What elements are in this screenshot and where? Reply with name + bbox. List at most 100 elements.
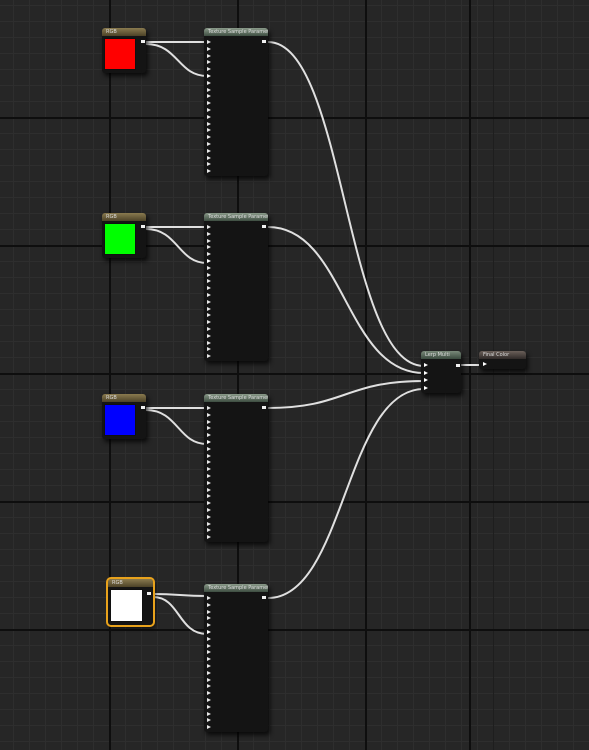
input-pin[interactable] <box>207 265 211 270</box>
input-pin[interactable] <box>207 426 211 431</box>
input-pin[interactable] <box>483 362 487 366</box>
input-pin[interactable] <box>207 245 211 250</box>
input-pin[interactable] <box>207 320 211 325</box>
input-pin[interactable] <box>207 279 211 284</box>
input-pin[interactable] <box>207 698 211 702</box>
input-pin[interactable] <box>207 460 211 465</box>
input-pin[interactable] <box>207 643 211 648</box>
output-pin[interactable] <box>262 596 266 599</box>
input-pin[interactable] <box>207 480 211 485</box>
input-pin[interactable] <box>207 306 211 311</box>
input-pin[interactable] <box>207 501 211 506</box>
input-pin[interactable] <box>207 259 211 263</box>
input-pin[interactable] <box>207 630 211 634</box>
input-pin[interactable] <box>424 371 428 375</box>
input-pin[interactable] <box>207 636 211 641</box>
combine-node[interactable]: Lerp Multi <box>421 351 461 393</box>
input-pin[interactable] <box>207 718 211 723</box>
input-pin[interactable] <box>207 704 211 709</box>
constant-white-node[interactable]: RGB <box>106 577 155 627</box>
input-pin[interactable] <box>207 252 211 257</box>
input-pin[interactable] <box>207 670 211 675</box>
input-pin[interactable] <box>207 293 211 297</box>
input-pin[interactable] <box>207 487 211 492</box>
input-pin[interactable] <box>207 691 211 696</box>
input-pin[interactable] <box>207 155 211 160</box>
input-pin[interactable] <box>207 440 211 444</box>
constant-green-node[interactable]: RGB <box>102 213 146 258</box>
input-pin[interactable] <box>207 354 211 359</box>
input-pin[interactable] <box>207 419 211 424</box>
input-pin[interactable] <box>207 528 211 533</box>
input-pin[interactable] <box>207 74 211 78</box>
input-pin[interactable] <box>207 60 211 65</box>
input-pin[interactable] <box>207 494 211 499</box>
input-pin[interactable] <box>207 231 211 236</box>
input-pin[interactable] <box>207 108 211 112</box>
input-pin[interactable] <box>207 535 211 540</box>
input-pin[interactable] <box>207 521 211 526</box>
input-pin[interactable] <box>207 101 211 106</box>
input-pin[interactable] <box>207 313 211 318</box>
input-pin[interactable] <box>207 453 211 458</box>
input-pin[interactable] <box>207 53 211 58</box>
input-pin[interactable] <box>424 363 428 367</box>
output-pin[interactable] <box>147 592 151 595</box>
output-node[interactable]: Final Color <box>479 351 526 369</box>
output-pin[interactable] <box>141 225 145 228</box>
input-pin[interactable] <box>207 623 211 628</box>
input-pin[interactable] <box>207 602 211 607</box>
input-pin[interactable] <box>207 446 211 451</box>
input-pin[interactable] <box>207 514 211 519</box>
input-pin[interactable] <box>207 80 211 85</box>
input-pin[interactable] <box>207 286 211 291</box>
input-pin[interactable] <box>207 657 211 662</box>
input-pin[interactable] <box>207 333 211 338</box>
output-pin[interactable] <box>262 40 266 43</box>
constant-red-node[interactable]: RGB <box>102 28 146 73</box>
output-pin[interactable] <box>456 364 460 367</box>
input-pin[interactable] <box>207 142 211 146</box>
input-pin[interactable] <box>207 340 211 345</box>
input-pin[interactable] <box>207 725 211 730</box>
output-pin[interactable] <box>262 225 266 228</box>
input-pin[interactable] <box>207 616 211 621</box>
input-pin[interactable] <box>424 386 428 390</box>
input-pin[interactable] <box>207 87 211 92</box>
input-pin[interactable] <box>207 121 211 126</box>
constant-blue-node[interactable]: RGB <box>102 394 146 439</box>
input-pin[interactable] <box>424 378 428 382</box>
texture-sample-node[interactable]: Texture Sample Parameter <box>204 394 268 542</box>
output-pin[interactable] <box>141 406 145 409</box>
input-pin[interactable] <box>207 169 211 174</box>
input-pin[interactable] <box>207 650 211 655</box>
input-pin[interactable] <box>207 474 211 478</box>
texture-sample-node[interactable]: Texture Sample Parameter <box>204 584 268 732</box>
input-pin[interactable] <box>207 433 211 438</box>
input-pin[interactable] <box>207 148 211 153</box>
input-pin[interactable] <box>207 347 211 352</box>
input-pin[interactable] <box>207 609 211 614</box>
input-pin[interactable] <box>207 299 211 304</box>
input-pin[interactable] <box>207 272 211 277</box>
input-pin[interactable] <box>207 596 211 600</box>
input-pin[interactable] <box>207 114 211 119</box>
input-pin[interactable] <box>207 67 211 72</box>
input-pin[interactable] <box>207 467 211 472</box>
input-pin[interactable] <box>207 40 211 44</box>
input-pin[interactable] <box>207 406 211 410</box>
input-pin[interactable] <box>207 412 211 417</box>
input-pin[interactable] <box>207 664 211 668</box>
input-pin[interactable] <box>207 46 211 51</box>
input-pin[interactable] <box>207 135 211 140</box>
texture-sample-node[interactable]: Texture Sample Parameter <box>204 213 268 361</box>
input-pin[interactable] <box>207 225 211 229</box>
output-pin[interactable] <box>262 406 266 409</box>
texture-sample-node[interactable]: Texture Sample Parameter <box>204 28 268 176</box>
input-pin[interactable] <box>207 508 211 512</box>
input-pin[interactable] <box>207 128 211 133</box>
input-pin[interactable] <box>207 327 211 331</box>
input-pin[interactable] <box>207 684 211 689</box>
input-pin[interactable] <box>207 677 211 682</box>
